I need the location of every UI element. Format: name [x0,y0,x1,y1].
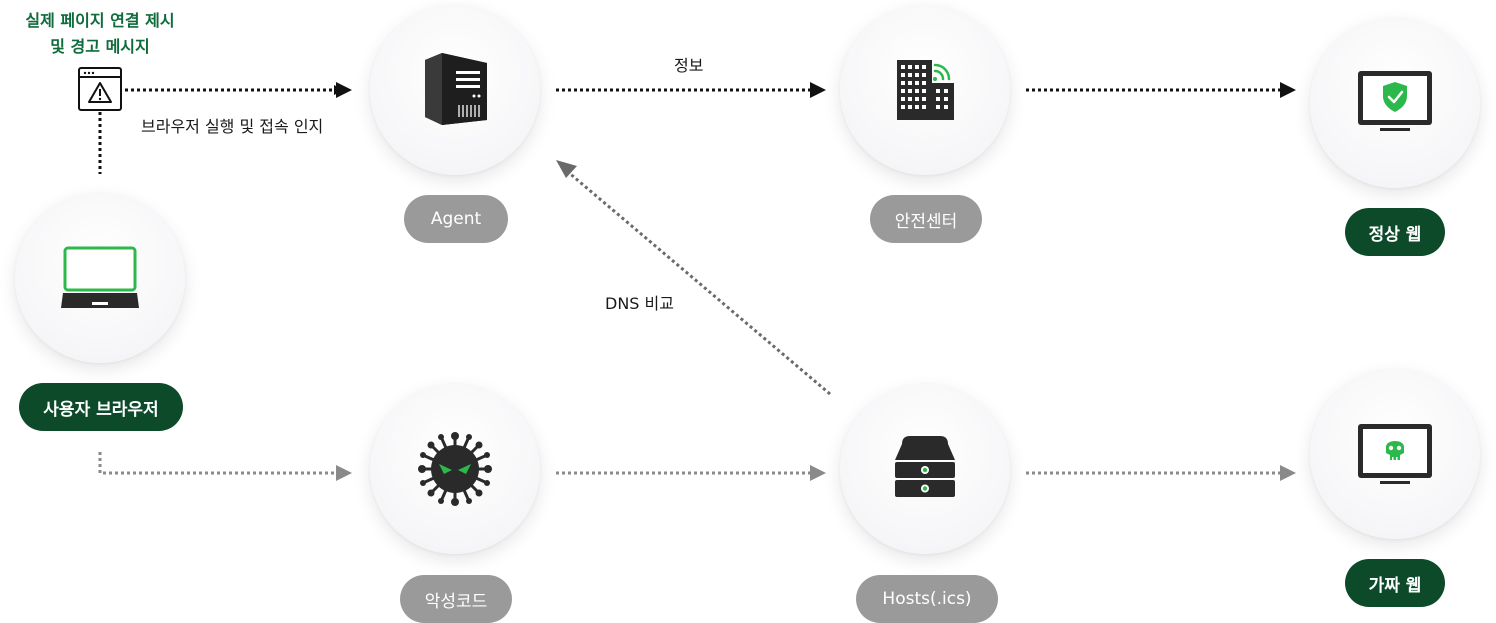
monitor-shield-icon [1358,71,1432,131]
server-stack-icon [895,436,955,497]
node-safety-center [840,5,1010,175]
arrow-user-to-malware [98,452,338,475]
pill-malware: 악성코드 [400,575,512,623]
laptop-icon [61,246,139,308]
monitor-skull-icon [1358,424,1432,484]
label-info: 정보 [674,56,704,75]
pill-user-browser: 사용자 브라우저 [19,383,183,431]
pill-normal-web: 정상 웹 [1345,208,1445,256]
node-user-laptop [15,193,185,363]
arrow-head-hosts-fake [1280,465,1296,481]
arrow-head-agent-center [810,82,826,98]
arrow-head-user-malware [336,465,352,481]
warning-title-line1: 실제 페이지 연결 제시 [25,11,175,30]
node-malware [370,384,540,554]
arrow-head-hosts-agent [556,160,577,178]
pill-agent: Agent [404,195,508,243]
arrow-head-warning-agent [336,82,352,98]
pill-safety-center: 안전센터 [870,195,982,243]
arrow-hosts-to-agent [567,170,831,396]
node-normal-web [1310,18,1480,188]
node-fake-web [1310,369,1480,539]
node-hosts [840,384,1010,554]
label-browser-run: 브라우저 실행 및 접속 인지 [141,117,324,136]
warning-title-line2: 및 경고 메시지 [50,37,150,56]
node-agent [370,5,540,175]
building-wifi-icon [897,60,954,120]
virus-icon [418,432,492,506]
pill-fake-web: 가짜 웹 [1345,559,1445,607]
warning-title: 실제 페이지 연결 제시 및 경고 메시지 [10,8,190,60]
arrow-head-malware-hosts [810,465,826,481]
label-dns-compare: DNS 비교 [605,294,674,313]
pill-hosts: Hosts(.ics) [856,575,998,623]
warning-window-icon [78,67,122,111]
arrow-head-center-normal [1280,82,1296,98]
server-tower-icon [425,53,487,125]
